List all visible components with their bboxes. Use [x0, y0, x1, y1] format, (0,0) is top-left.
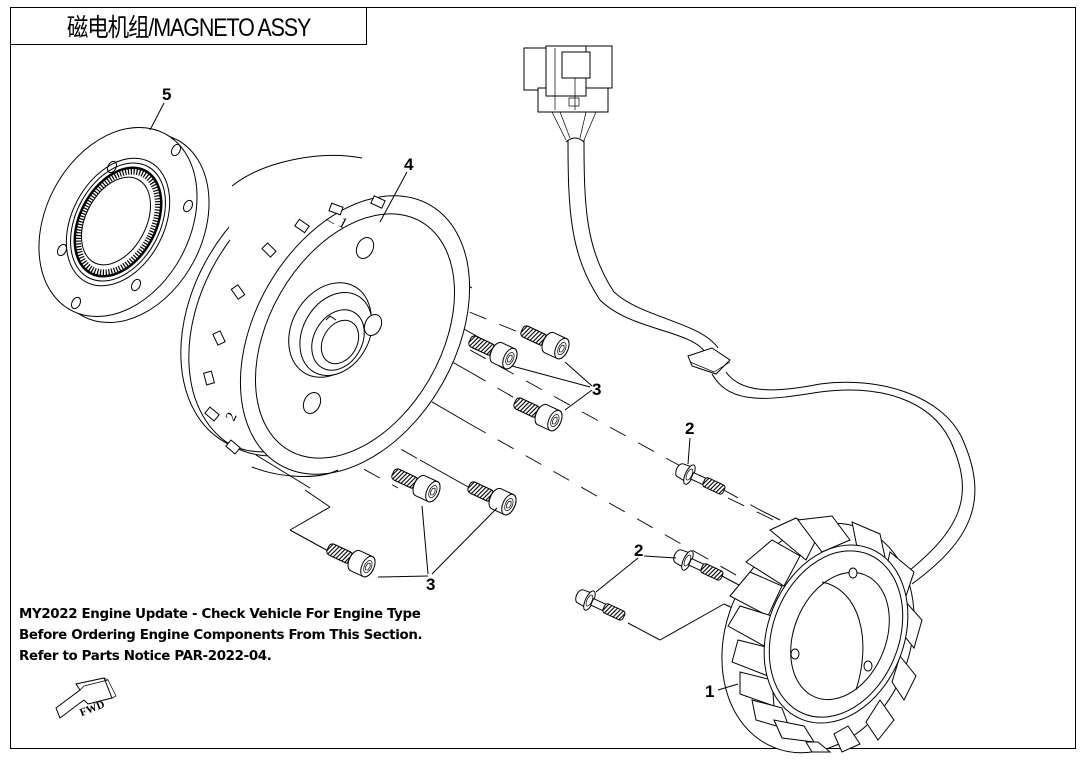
flange-bolt [571, 584, 629, 627]
notice-line: MY2022 Engine Update - Check Vehicle For… [19, 607, 421, 622]
callout-3-upper: 3 [592, 380, 601, 399]
socket-screw [463, 475, 520, 518]
notice-line: Before Ordering Engine Components From T… [19, 628, 423, 643]
callout-5: 5 [162, 85, 171, 104]
flange-bolts [571, 458, 729, 627]
callout-2-lower: 2 [634, 541, 643, 560]
callout-1: 1 [705, 682, 714, 701]
callout-2-upper: 2 [685, 419, 694, 438]
flange-bolt [669, 544, 727, 587]
stator [721, 515, 923, 754]
notice-line: Refer to Parts Notice PAR-2022-04. [19, 649, 272, 664]
title-box: 磁电机组/MAGNETO ASSY [10, 7, 367, 45]
flange-bolt [671, 458, 729, 501]
fwd-arrow-indicator: FWD [55, 677, 117, 719]
socket-screw [322, 537, 379, 580]
callout-leaders [149, 102, 739, 691]
callout-labels: 5 4 3 3 2 2 1 [162, 85, 714, 701]
socket-screw [387, 462, 444, 505]
callout-4: 4 [404, 155, 414, 174]
drawing-frame [10, 7, 1076, 749]
socket-screw [464, 329, 521, 372]
one-way-clutch [38, 126, 210, 324]
page-title: 磁电机组/MAGNETO ASSY [66, 14, 312, 42]
engine-update-notice: MY2022 Engine Update - Check Vehicle For… [19, 604, 423, 667]
socket-screw [516, 319, 573, 362]
wire-harness [523, 45, 976, 585]
flywheel-rotor: 1 2 [180, 155, 471, 477]
callout-3-lower: 3 [426, 575, 435, 594]
